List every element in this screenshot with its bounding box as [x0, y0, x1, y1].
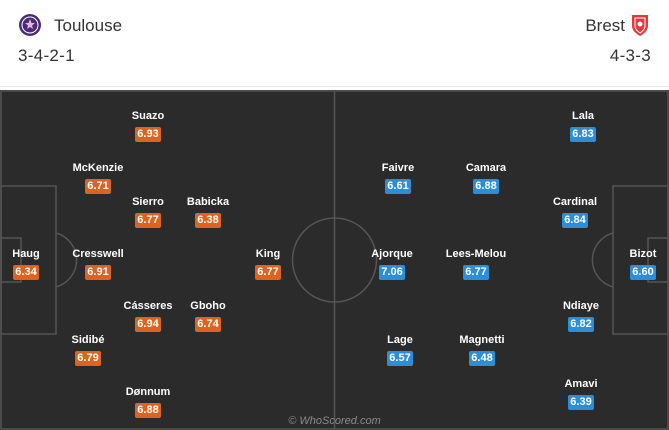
home-player-babicka[interactable]: Babicka 6.38: [168, 196, 248, 228]
player-name: Lala: [571, 110, 594, 122]
player-name: Ajorque: [371, 248, 413, 260]
home-player-haug[interactable]: Haug 6.34: [0, 248, 66, 280]
home-player-suazo[interactable]: Suazo 6.93: [108, 110, 188, 142]
home-player-sidibe[interactable]: Sidibé 6.79: [48, 334, 128, 366]
home-player-gboho[interactable]: Gboho 6.74: [168, 300, 248, 332]
home-player-mckenzie[interactable]: McKenzie 6.71: [58, 162, 138, 194]
player-rating: 6.91: [85, 265, 111, 280]
home-formation: 3-4-2-1: [18, 46, 75, 65]
player-name: Sidibé: [71, 334, 105, 346]
player-name: Gboho: [190, 300, 226, 312]
away-player-lala[interactable]: Lala 6.83: [543, 110, 623, 142]
away-player-ajorque[interactable]: Ajorque 7.06: [352, 248, 432, 280]
player-name: McKenzie: [72, 162, 124, 174]
brest-crest-icon: [632, 15, 648, 36]
player-rating: 6.34: [13, 265, 39, 280]
player-name: Lage: [387, 334, 413, 346]
player-rating: 6.48: [469, 351, 495, 366]
player-name: Cásseres: [123, 300, 173, 312]
away-player-faivre[interactable]: Faivre 6.61: [358, 162, 438, 194]
player-rating: 6.88: [473, 179, 499, 194]
player-rating: 6.88: [135, 403, 161, 418]
home-player-king[interactable]: King 6.77: [228, 248, 308, 280]
away-player-magnetti[interactable]: Magnetti 6.48: [442, 334, 522, 366]
home-player-donnum[interactable]: Dønnum 6.88: [108, 386, 188, 418]
home-player-casseres[interactable]: Cásseres 6.94: [108, 300, 188, 332]
pitch: [0, 90, 669, 430]
player-name: Amavi: [564, 378, 598, 390]
away-player-ndiaye[interactable]: Ndiaye 6.82: [541, 300, 621, 332]
player-rating: 6.93: [135, 127, 161, 142]
player-rating: 6.38: [195, 213, 221, 228]
player-name: Magnetti: [459, 334, 505, 346]
player-name: Dønnum: [125, 386, 171, 398]
away-formation: 4-3-3: [609, 46, 651, 65]
away-player-camara[interactable]: Camara 6.88: [446, 162, 526, 194]
player-rating: 6.77: [463, 265, 489, 280]
player-name: Haug: [12, 248, 40, 260]
away-team-name[interactable]: Brest: [585, 16, 625, 35]
home-player-cresswell[interactable]: Cresswell 6.91: [58, 248, 138, 280]
watermark: © WhoScored.com: [288, 415, 381, 427]
player-name: Camara: [465, 162, 507, 174]
player-rating: 6.77: [135, 213, 161, 228]
toulouse-crest-icon: [19, 14, 41, 36]
player-rating: 6.83: [570, 127, 596, 142]
away-player-bizot[interactable]: Bizot 6.60: [603, 248, 669, 280]
away-player-lees-melou[interactable]: Lees-Melou 6.77: [436, 248, 516, 280]
player-rating: 6.74: [195, 317, 221, 332]
player-rating: 6.94: [135, 317, 161, 332]
player-name: Ndiaye: [562, 300, 600, 312]
away-player-lage[interactable]: Lage 6.57: [360, 334, 440, 366]
player-rating: 7.06: [379, 265, 405, 280]
player-rating: 6.77: [255, 265, 281, 280]
player-name: Cardinal: [552, 196, 597, 208]
home-player-sierro[interactable]: Sierro 6.77: [108, 196, 188, 228]
player-name: Faivre: [381, 162, 415, 174]
player-rating: 6.61: [385, 179, 411, 194]
player-name: Babicka: [186, 196, 230, 208]
player-rating: 6.57: [387, 351, 413, 366]
player-rating: 6.60: [630, 265, 656, 280]
player-name: Sierro: [132, 196, 164, 208]
player-rating: 6.84: [562, 213, 588, 228]
match-header: Toulouse 3-4-2-1 Brest 4-3-3: [0, 0, 669, 87]
player-name: Bizot: [629, 248, 657, 260]
player-name: Suazo: [131, 110, 165, 122]
player-name: Cresswell: [72, 248, 124, 260]
player-name: Lees-Melou: [445, 248, 507, 260]
home-team-name[interactable]: Toulouse: [54, 16, 123, 35]
player-rating: 6.82: [568, 317, 594, 332]
player-name: King: [255, 248, 281, 260]
player-rating: 6.71: [85, 179, 111, 194]
pitch-lines: [0, 90, 669, 430]
away-player-amavi[interactable]: Amavi 6.39: [541, 378, 621, 410]
player-rating: 6.79: [75, 351, 101, 366]
away-player-cardinal[interactable]: Cardinal 6.84: [535, 196, 615, 228]
player-rating: 6.39: [568, 395, 594, 410]
